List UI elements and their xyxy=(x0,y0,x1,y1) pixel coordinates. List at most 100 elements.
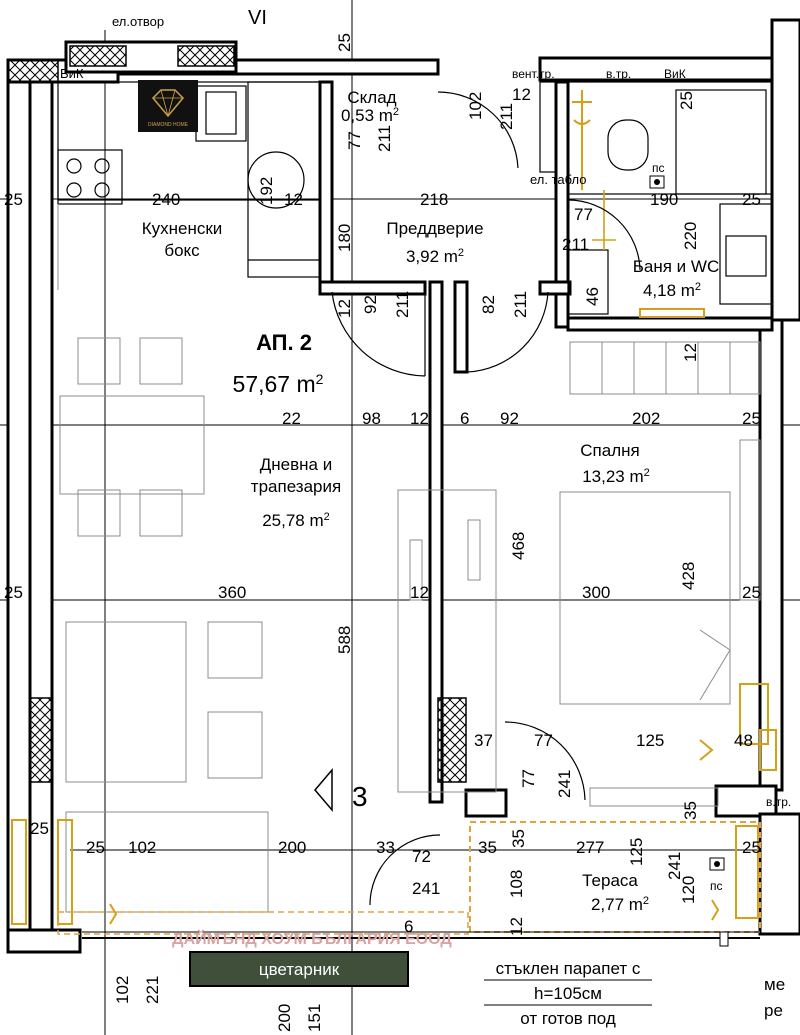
dim: 25 xyxy=(742,838,761,857)
living-terrace-outline xyxy=(57,911,469,935)
water-pipe-label: в.тр. xyxy=(606,67,631,81)
dim: 211 xyxy=(393,291,412,318)
dim: 25 xyxy=(4,583,23,602)
dim: 6 xyxy=(404,917,413,936)
hall-name: Преддверие xyxy=(386,219,483,238)
dim: 25 xyxy=(677,91,696,110)
bedroom-name: Спалня xyxy=(580,441,639,460)
dim: 35 xyxy=(478,838,497,857)
vent-pipe-label: вент.тр. xyxy=(512,67,555,81)
dim: 108 xyxy=(507,870,526,898)
dim: 151 xyxy=(305,1004,324,1032)
dim: 241 xyxy=(412,879,440,898)
dim: 33 xyxy=(376,838,395,857)
plumbing-lines xyxy=(11,90,777,925)
apartment-area: 57,67 m2 xyxy=(233,371,324,397)
dim: 77 xyxy=(534,731,553,750)
living-furniture xyxy=(59,337,497,913)
storage-area: 0,53 m2 xyxy=(341,106,399,125)
glass-note-3: от готов под xyxy=(520,1009,616,1028)
door-swings xyxy=(331,91,641,906)
dim: 12 xyxy=(681,343,700,362)
water-pipe-label-2: в.тр. xyxy=(766,795,791,809)
watermark: ДАЙМЪНД ХОУМ БЪЛГАРИЯ ЕООД xyxy=(172,929,452,948)
axis-top-label: VI xyxy=(248,7,267,29)
dim: 25 xyxy=(335,33,354,52)
dim: 77 xyxy=(574,205,593,224)
ps-label-2: пс xyxy=(710,879,723,893)
dim: 221 xyxy=(143,976,162,1004)
vent-opening-2 xyxy=(177,45,235,67)
dim: 192 xyxy=(257,177,276,205)
dim: 211 xyxy=(497,103,516,130)
dim: 77 xyxy=(345,131,364,150)
kitchen-name-2: бокс xyxy=(164,241,200,260)
dim: 588 xyxy=(335,626,354,654)
dim: 12 xyxy=(410,409,429,428)
vik-left-label: ВиК xyxy=(60,66,84,81)
cut-label-2: ре xyxy=(764,1001,783,1020)
dim: 25 xyxy=(86,838,105,857)
dim: 211 xyxy=(375,125,394,152)
dim: 46 xyxy=(583,287,602,306)
dim: 125 xyxy=(627,838,646,866)
bathroom-fixtures xyxy=(539,81,773,315)
cut-label-1: ме xyxy=(764,975,785,994)
living-name-1: Дневна и xyxy=(260,455,332,474)
terrace-name: Тераса xyxy=(582,871,638,890)
bedroom-furniture xyxy=(559,341,761,807)
dim: 35 xyxy=(681,801,700,820)
dim: 48 xyxy=(734,731,753,750)
dim: 120 xyxy=(679,876,698,904)
dim: 82 xyxy=(479,295,498,314)
ps-label: пс xyxy=(652,161,665,175)
dim: 77 xyxy=(519,769,538,788)
glass-parapet xyxy=(82,931,760,947)
dim: 102 xyxy=(466,92,485,120)
kitchen-name-1: Кухненски xyxy=(142,219,223,238)
dim: 241 xyxy=(665,852,684,880)
dim: 102 xyxy=(128,838,156,857)
dim: 360 xyxy=(218,583,246,602)
dim: 25 xyxy=(742,190,761,209)
planter-label: цветарник xyxy=(259,960,340,979)
dim: 25 xyxy=(742,409,761,428)
terrace-area: 2,77 m2 xyxy=(591,895,649,914)
hall-area: 3,92 m2 xyxy=(406,247,464,266)
dim: 92 xyxy=(500,409,519,428)
dim: 125 xyxy=(636,731,664,750)
dim: 468 xyxy=(509,532,528,560)
dim: 218 xyxy=(420,190,448,209)
dim: 211 xyxy=(511,291,530,318)
dim: 428 xyxy=(679,562,698,590)
glass-note-1: стъклен парапет с xyxy=(496,959,641,978)
dim: 92 xyxy=(361,295,380,314)
dim: 241 xyxy=(555,770,574,798)
dim: 12 xyxy=(512,85,531,104)
dim: 6 xyxy=(460,409,469,428)
dim: 22 xyxy=(282,409,301,428)
dim: 25 xyxy=(4,190,23,209)
vent-opening-label: ел.отвор xyxy=(112,14,164,29)
dim: 190 xyxy=(650,190,678,209)
dim: 35 xyxy=(509,829,528,848)
storage-name: Склад xyxy=(347,88,396,107)
dim: 180 xyxy=(335,224,354,252)
dim: 37 xyxy=(474,731,493,750)
dim: 277 xyxy=(576,838,604,857)
dim: 12 xyxy=(335,299,354,318)
logo-text: DIAMOND HOME xyxy=(148,122,189,128)
living-area: 25,78 m2 xyxy=(262,511,330,530)
apartment-title: АП. 2 xyxy=(256,330,312,355)
dim: 25 xyxy=(30,819,49,838)
dimension-labels: 25 102 211 12 25 25 240 12 218 190 25 19… xyxy=(4,33,761,1032)
living-name-2: трапезария xyxy=(251,477,341,496)
glass-note-2: h=105см xyxy=(534,984,602,1003)
bath-area: 4,18 m2 xyxy=(643,281,701,300)
dim: 98 xyxy=(362,409,381,428)
dim: 202 xyxy=(632,409,660,428)
dim: 200 xyxy=(278,838,306,857)
bath-name: Баня и WC xyxy=(633,257,719,276)
